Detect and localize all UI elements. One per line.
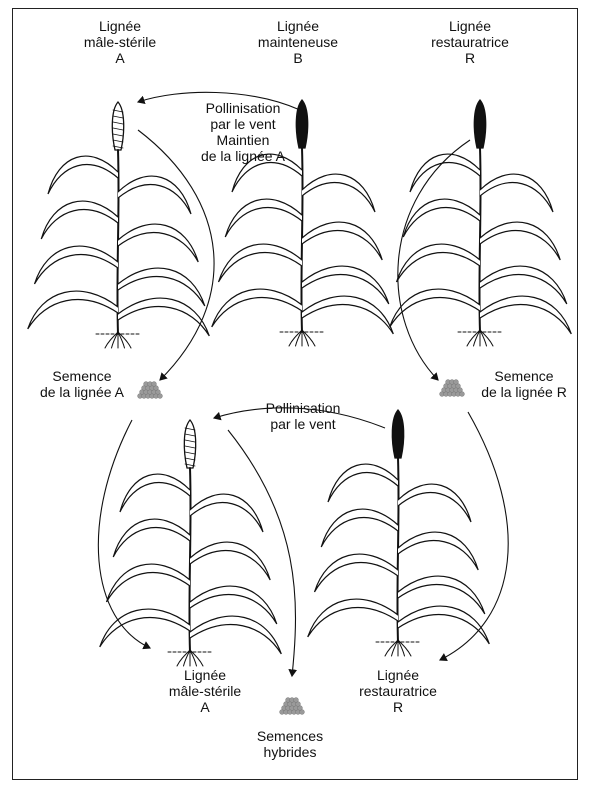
arrow-a-to-seed-a <box>138 130 214 380</box>
leaf <box>190 616 281 654</box>
seed-pile-hybrid <box>280 698 305 715</box>
label-text: Semences <box>240 728 340 744</box>
label-text: de la lignée R <box>468 384 580 400</box>
leaf <box>321 509 398 547</box>
label-text: mainteneuse <box>238 34 358 50</box>
panicle <box>184 420 195 468</box>
leaf <box>41 201 118 239</box>
label-text: mâle-stérile <box>150 683 260 699</box>
label-top-line-a: Lignée mâle-stérile A <box>65 18 175 66</box>
label-text: hybrides <box>240 744 340 760</box>
label-text: Pollinisation <box>248 400 358 416</box>
leaf <box>35 246 119 284</box>
label-text: par le vent <box>248 416 358 432</box>
leaf <box>398 484 471 522</box>
leaf <box>225 199 302 237</box>
label-text: Lignée <box>65 18 175 34</box>
roots <box>168 650 212 666</box>
leaf <box>212 289 302 327</box>
leaf <box>398 532 478 570</box>
roots <box>376 640 420 656</box>
label-text: B <box>238 50 358 66</box>
leaf <box>190 542 270 580</box>
leaf <box>28 291 118 329</box>
leaf <box>308 599 398 637</box>
seed-pile-r <box>440 380 465 397</box>
label-text: Lignée <box>150 667 260 683</box>
leaf <box>190 494 263 532</box>
label-text: A <box>65 50 175 66</box>
panicle <box>392 410 403 458</box>
label-top-line-r: Lignée restauratrice R <box>410 18 530 66</box>
leaf <box>100 609 190 647</box>
leaf <box>398 606 489 644</box>
roots <box>458 330 502 346</box>
leaf <box>219 244 303 282</box>
label-text: restauratrice <box>338 683 458 699</box>
label-text: de la lignée A <box>178 148 308 164</box>
roots <box>280 330 324 346</box>
label-pollination-wind: Pollinisation par le vent <box>248 400 358 432</box>
label-text: de la lignée A <box>22 384 142 400</box>
arrow-bottom-a-to-hybrid <box>228 430 296 676</box>
label-text: Pollinisation <box>178 100 308 116</box>
leaf <box>480 174 553 212</box>
label-text: R <box>410 50 530 66</box>
label-seed-r: Semence de la lignée R <box>468 368 580 400</box>
leaf <box>118 224 198 262</box>
leaf <box>302 296 393 334</box>
plant-male-sterile-bottom <box>100 420 282 666</box>
label-top-line-b: Lignée mainteneuse B <box>238 18 358 66</box>
leaf <box>113 519 190 557</box>
label-bottom-line-a: Lignée mâle-stérile A <box>150 667 260 715</box>
label-text: mâle-stérile <box>65 34 175 50</box>
label-seed-a: Semence de la lignée A <box>22 368 142 400</box>
label-text: Semence <box>468 368 580 384</box>
roots <box>96 332 140 348</box>
leaf <box>403 199 480 237</box>
leaf <box>390 289 480 327</box>
leaf <box>397 244 481 282</box>
label-hybrid-seeds: Semences hybrides <box>240 728 340 760</box>
label-pollination-maintain: Pollinisation par le vent Maintien de la… <box>178 100 308 164</box>
label-text: A <box>150 699 260 715</box>
label-bottom-line-r: Lignée restauratrice R <box>338 667 458 715</box>
leaf <box>302 222 382 260</box>
leaf <box>107 564 191 602</box>
label-text: Maintien <box>178 132 308 148</box>
leaf <box>118 298 209 336</box>
label-text: par le vent <box>178 116 308 132</box>
panicle <box>474 100 485 148</box>
label-text: Lignée <box>338 667 458 683</box>
leaf <box>480 296 571 334</box>
label-text: restauratrice <box>410 34 530 50</box>
label-text: Lignée <box>238 18 358 34</box>
label-text: Semence <box>22 368 142 384</box>
label-text: R <box>338 699 458 715</box>
label-text: Lignée <box>410 18 530 34</box>
plant-restorer-bottom <box>308 410 490 656</box>
leaf <box>328 464 398 502</box>
leaf <box>315 554 399 592</box>
panicle <box>112 102 123 150</box>
leaf <box>118 176 191 214</box>
leaf <box>48 156 118 194</box>
leaf <box>302 174 375 212</box>
plant-restorer-top <box>390 100 572 346</box>
leaf <box>120 474 190 512</box>
leaf <box>480 222 560 260</box>
